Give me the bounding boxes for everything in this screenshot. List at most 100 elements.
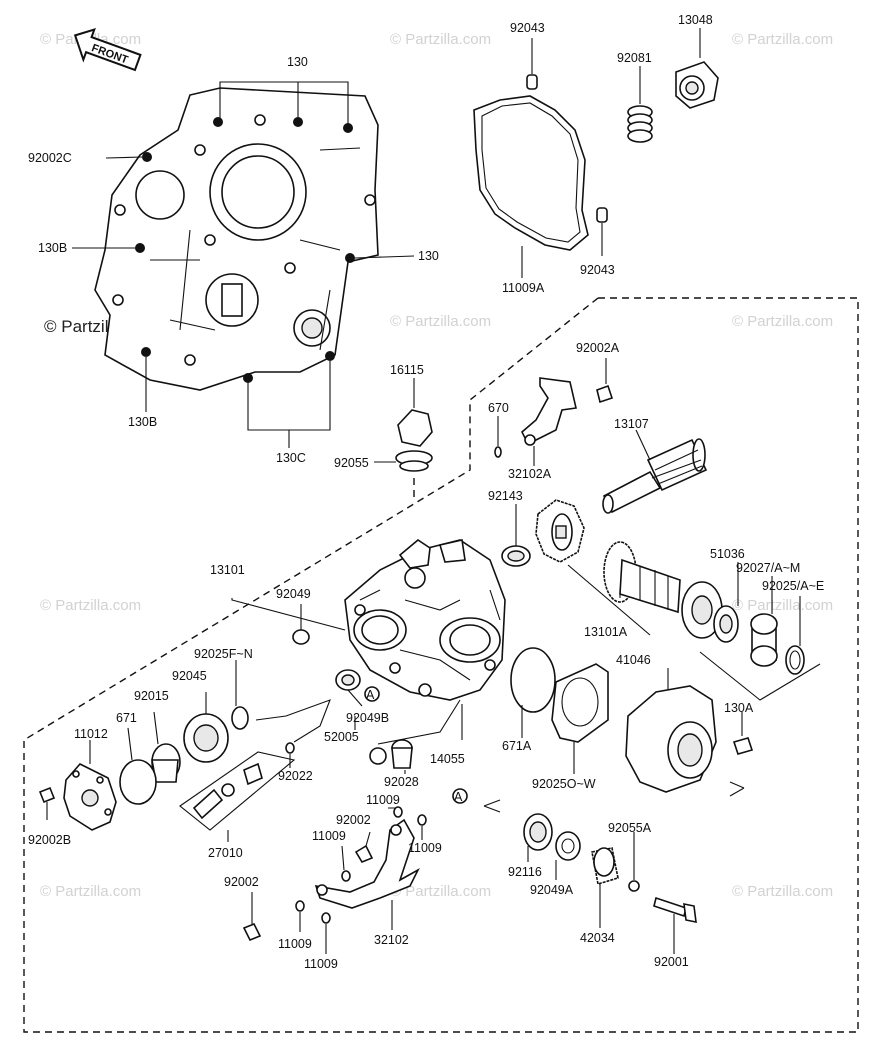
part-label-92043: 92043: [580, 263, 615, 277]
watermark: © Partzilla.com: [732, 883, 833, 900]
joint-13048: [675, 28, 719, 109]
part-label-92045: 92045: [172, 669, 207, 683]
part-label-671: 671: [116, 711, 137, 725]
bearing-92015: [151, 711, 181, 783]
part-label-130b: 130B: [128, 415, 157, 429]
cover-11012: [63, 740, 117, 831]
part-label-92002a: 92002A: [576, 341, 620, 355]
part-label-13048: 13048: [678, 13, 713, 27]
watermark: © Partzilla.com: [732, 313, 833, 330]
seal-52005: [335, 669, 363, 730]
crankcase-cover: [94, 87, 379, 391]
part-label-671a: 671A: [502, 739, 532, 753]
ring-92055a: [628, 832, 640, 892]
gear-13101a: [535, 499, 723, 639]
seal-92025f: [231, 660, 249, 730]
part-label-130b: 130B: [38, 241, 67, 255]
part-label-11009a: 11009A: [502, 281, 545, 295]
watermark: © Partzilla.com: [40, 597, 141, 614]
part-label-92002: 92002: [224, 875, 259, 889]
part-label-130: 130: [418, 249, 439, 263]
part-label-92055a: 92055A: [608, 821, 652, 835]
seal-51036: [713, 562, 739, 643]
part-label-92043: 92043: [510, 21, 545, 35]
callout-a-lower-label: A: [454, 790, 463, 804]
washer-92022: [285, 742, 295, 768]
part-label-92049: 92049: [276, 587, 311, 601]
part-label-42034: 42034: [580, 931, 615, 945]
watermark: © Partzilla.com: [40, 883, 141, 900]
part-label-16115: 16115: [390, 363, 424, 377]
part-label-11009: 11009: [278, 937, 312, 951]
part-label-11009: 11009: [304, 957, 338, 971]
part-label-11009: 11009: [366, 793, 400, 807]
part-label-92002b: 92002B: [28, 833, 71, 847]
spring-92081: [627, 66, 653, 143]
leader-lines-top: [72, 81, 415, 448]
spacer-92027: [750, 576, 778, 667]
seal-92049: [292, 604, 310, 645]
washers-11009: [295, 806, 427, 954]
part-label-92025o-w: 92025O~W: [532, 777, 596, 791]
bolt-92002b: [38, 786, 56, 820]
part-label-27010: 27010: [208, 846, 243, 860]
o-ring-671a: [510, 647, 556, 713]
bracket-32102: [314, 818, 420, 930]
watermark: © Partzilla.com: [390, 31, 491, 48]
gasket-11009a: [473, 38, 608, 278]
part-label-13101a: 13101A: [584, 625, 628, 639]
bearing-92028: [391, 739, 413, 774]
watermark: © Partzilla.com: [732, 597, 833, 614]
part-label-130: 130: [287, 55, 308, 69]
ring-52005b: [369, 747, 387, 765]
watermark: © Partzilla.com: [390, 313, 491, 330]
housing-41046: [625, 668, 754, 793]
part-label-13107: 13107: [614, 417, 649, 431]
bracket-130a: [699, 651, 821, 701]
part-label-92143: 92143: [488, 489, 523, 503]
callout-a-lower: [452, 788, 468, 804]
part-label-13101: 13101: [210, 563, 245, 577]
part-label-92049a: 92049A: [530, 883, 574, 897]
seal-92143: [501, 504, 531, 567]
part-label-41046: 41046: [616, 653, 651, 667]
o-ring-671: [119, 759, 157, 805]
part-label-92116: 92116: [508, 865, 542, 879]
assembly-boundary: [23, 297, 859, 1033]
part-label-92081: 92081: [617, 51, 652, 65]
part-label-51036: 51036: [710, 547, 745, 561]
part-label-92055: 92055: [334, 456, 369, 470]
sensor-27010: [179, 751, 296, 842]
part-label-32102a: 32102A: [508, 467, 552, 481]
part-label-92049b: 92049B: [346, 711, 389, 725]
bearing-92045: [183, 692, 229, 763]
part-label-92015: 92015: [134, 689, 169, 703]
part-label-11009: 11009: [312, 829, 346, 843]
part-label-92001: 92001: [654, 955, 689, 969]
part-label-32102: 32102: [374, 933, 409, 947]
seal-92049a: [555, 831, 581, 880]
part-label-14055: 14055: [430, 752, 465, 766]
part-labels: 130 92002C 130B 130 130B 130C 92043 9208…: [28, 13, 824, 971]
part-label-130c: 130C: [276, 451, 306, 465]
bracket-32102a: [494, 358, 614, 466]
gear-42034: [591, 847, 619, 928]
part-label-11009: 11009: [408, 841, 442, 855]
shim-92025a: [785, 596, 805, 675]
shaft-13107: [602, 429, 708, 514]
part-label-92025-a-e: 92025/A~E: [762, 579, 824, 593]
bolt-92001: [653, 896, 697, 954]
shim-92025o: [551, 663, 609, 774]
part-label-92002c: 92002C: [28, 151, 72, 165]
part-label-92002: 92002: [336, 813, 371, 827]
bolt-92002: [242, 831, 374, 942]
oil-cap-16115: [374, 378, 433, 500]
part-label-52005: 52005: [324, 730, 359, 744]
part-label-11012: 11012: [74, 727, 108, 741]
callout-a-upper-label: A: [366, 688, 375, 702]
part-label-92027-a-m: 92027/A~M: [736, 561, 800, 575]
part-label-130a: 130A: [724, 701, 754, 715]
part-label-92028: 92028: [384, 775, 419, 789]
callout-a-upper: [364, 686, 380, 702]
